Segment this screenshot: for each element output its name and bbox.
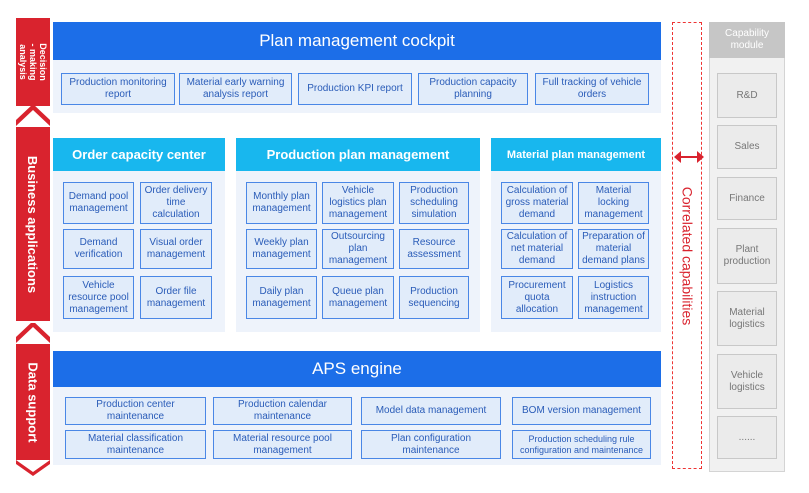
chevron-up-icon: [16, 106, 50, 126]
rail-decision-label: Decision - making analysis: [18, 43, 49, 81]
material-plan-title: Material plan management: [491, 138, 661, 171]
arrow-bottom-icon: [16, 460, 50, 476]
capability-item: Vehicle logistics: [717, 354, 777, 409]
rail-data-label: Data support: [25, 361, 41, 443]
production-item: Outsourcing plan management: [322, 229, 394, 269]
material-item: Preparation of material demand plans: [578, 229, 649, 269]
aps-title: APS engine: [53, 351, 661, 387]
order-item: Order delivery time calculation: [140, 182, 212, 224]
rail-business: Business applications: [16, 127, 50, 321]
aps-item: Material resource pool management: [213, 430, 352, 459]
material-item: Logistics instruction management: [578, 276, 649, 319]
correlated-capabilities-label-wrap: Correlated capabilities: [672, 22, 702, 469]
rail-data: Data support: [16, 344, 50, 460]
aps-item: Material classification maintenance: [65, 430, 206, 459]
capability-item: ......: [717, 416, 777, 459]
aps-item: Production scheduling rule configuration…: [512, 430, 651, 459]
order-item: Demand pool management: [63, 182, 134, 224]
production-item: Weekly plan management: [246, 229, 317, 269]
production-item: Production scheduling simulation: [399, 182, 469, 224]
aps-item: Production calendar maintenance: [213, 397, 352, 425]
capability-item: R&D: [717, 73, 777, 118]
order-center-title: Order capacity center: [53, 138, 225, 171]
production-item: Queue plan management: [322, 276, 394, 319]
chevron-up-icon: [16, 323, 50, 343]
production-item: Production sequencing: [399, 276, 469, 319]
rail-business-label: Business applications: [25, 155, 41, 293]
aps-item: BOM version management: [512, 397, 651, 425]
production-item: Vehicle logistics plan management: [322, 182, 394, 224]
capability-title: Capability module: [709, 22, 785, 58]
capability-item: Plant production: [717, 228, 777, 284]
correlated-capabilities-box: [672, 22, 702, 469]
cockpit-title: Plan management cockpit: [53, 22, 661, 60]
production-item: Resource assessment: [399, 229, 469, 269]
material-item: Material locking management: [578, 182, 649, 224]
material-item: Calculation of gross material demand: [501, 182, 573, 224]
double-arrow-icon: [674, 151, 704, 163]
rail-decision: Decision - making analysis: [16, 18, 50, 106]
production-item: Monthly plan management: [246, 182, 317, 224]
cockpit-item: Full tracking of vehicle orders: [535, 73, 649, 105]
order-item: Vehicle resource pool management: [63, 276, 134, 319]
cockpit-item: Production capacity planning: [418, 73, 528, 105]
cockpit-item: Production monitoring report: [61, 73, 175, 105]
order-item: Demand verification: [63, 229, 134, 269]
material-item: Calculation of net material demand: [501, 229, 573, 269]
order-item: Visual order management: [140, 229, 212, 269]
material-item: Procurement quota allocation: [501, 276, 573, 319]
aps-item: Production center maintenance: [65, 397, 206, 425]
production-item: Daily plan management: [246, 276, 317, 319]
correlated-capabilities-label: Correlated capabilities: [679, 186, 695, 325]
order-item: Order file management: [140, 276, 212, 319]
capability-item: Sales: [717, 125, 777, 169]
cockpit-item: Material early warning analysis report: [179, 73, 292, 105]
aps-item: Plan configuration maintenance: [361, 430, 501, 459]
cockpit-item: Production KPI report: [298, 73, 412, 105]
aps-item: Model data management: [361, 397, 501, 425]
capability-item: Finance: [717, 177, 777, 220]
capability-item: Material logistics: [717, 291, 777, 346]
production-plan-title: Production plan management: [236, 138, 480, 171]
